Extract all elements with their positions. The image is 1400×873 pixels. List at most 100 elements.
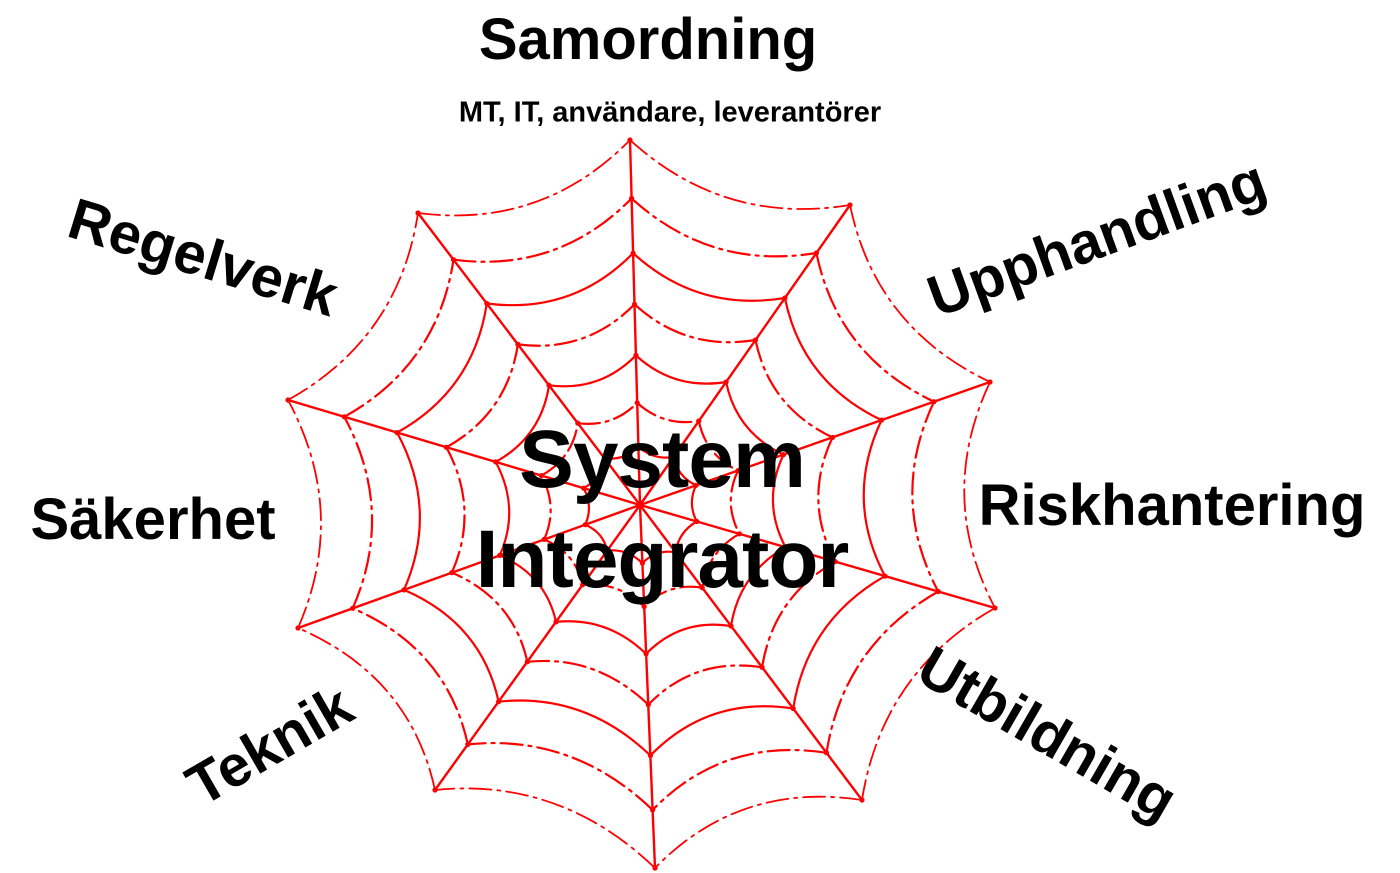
web-ring-segment	[825, 590, 940, 754]
web-ring-segment	[634, 354, 728, 385]
label-riskhantering: Riskhantering	[978, 473, 1366, 538]
web-knot	[813, 250, 820, 256]
web-ring-segment	[396, 431, 421, 591]
web-ring-segment	[690, 484, 698, 523]
web-ring-segment	[629, 139, 851, 210]
web-ring-segment	[861, 607, 996, 801]
web-ring-segment	[526, 659, 650, 706]
web-knot	[553, 619, 559, 625]
web-knot	[538, 473, 545, 479]
web-ring-segment	[445, 446, 466, 574]
web-ring-segment	[603, 445, 640, 460]
web-knot	[672, 549, 679, 555]
web-ring-segment	[645, 623, 733, 655]
web-ring-segment	[771, 453, 787, 549]
web-ring-segment	[701, 532, 741, 589]
web-ring-segment	[632, 252, 786, 302]
web-ring-segment	[547, 354, 637, 388]
web-knot	[541, 536, 547, 543]
web-knot	[601, 455, 608, 461]
web-knot	[449, 570, 455, 576]
web-knot	[882, 573, 888, 579]
web-knot	[671, 454, 677, 460]
web-knot	[394, 430, 400, 436]
web-ring-segment	[582, 457, 606, 490]
web-knot	[581, 485, 587, 491]
web-knot	[582, 522, 588, 528]
web-knot	[935, 588, 941, 595]
web-ring-segment	[540, 474, 552, 541]
web-ring-segment	[396, 302, 488, 434]
web-ring-segment	[672, 455, 698, 487]
web-ring-segment	[647, 664, 764, 706]
web-knot	[735, 468, 741, 474]
web-knot	[694, 518, 700, 525]
web-ring-segment	[485, 252, 635, 307]
web-knot	[546, 382, 552, 388]
web-ring-segment	[417, 139, 631, 217]
web-knot	[604, 548, 610, 554]
web-knot	[401, 587, 407, 593]
web-knot	[524, 659, 530, 665]
web-knot	[639, 560, 646, 566]
web-knot	[987, 379, 993, 385]
web-ring-segment	[783, 296, 883, 422]
web-knot	[415, 210, 421, 216]
web-knot	[580, 582, 586, 588]
web-knot	[341, 414, 347, 420]
web-ring-segment	[754, 338, 834, 439]
web-ring-segment	[540, 422, 579, 477]
web-ring-segment	[581, 583, 646, 608]
center-label-line1: System	[519, 413, 806, 505]
web-ring-segment	[554, 620, 648, 655]
web-ring-segment	[651, 748, 828, 811]
web-ring-segment	[584, 523, 609, 552]
web-knot	[493, 459, 499, 465]
web-knot	[759, 664, 765, 670]
web-ring-segment	[729, 546, 787, 628]
web-knot	[350, 605, 356, 611]
top-sublabel: MT, IT, användare, leverantörer	[458, 96, 882, 129]
web-ring-segment	[862, 419, 887, 578]
web-ring-segment	[452, 197, 633, 263]
web-ring-segment	[543, 538, 584, 586]
web-ring-segment	[494, 384, 551, 463]
web-knot	[931, 399, 937, 405]
web-knot	[696, 418, 702, 424]
web-knot	[832, 559, 838, 565]
web-ring-segment	[498, 554, 558, 623]
web-ring-segment	[582, 487, 591, 526]
web-ring-segment	[287, 399, 322, 629]
web-ring-segment	[494, 460, 511, 557]
web-knot	[465, 741, 471, 748]
web-ring-segment	[450, 571, 529, 663]
web-ring-segment	[637, 445, 675, 459]
web-ring-segment	[402, 588, 500, 703]
web-ring-segment	[674, 520, 698, 554]
label-sakerhet: Säkerhet	[30, 487, 276, 552]
web-ring-segment	[630, 197, 818, 258]
web-knot	[484, 300, 490, 307]
web-knot	[645, 702, 651, 708]
web-knot	[859, 797, 865, 803]
web-ring-segment	[729, 469, 741, 535]
web-ring-segment	[641, 550, 677, 565]
web-knot	[432, 787, 438, 793]
web-knot	[647, 752, 654, 759]
web-knot	[728, 623, 734, 629]
web-ring-segment	[434, 787, 656, 869]
top-label: Samordning	[478, 7, 818, 72]
web-knot	[782, 295, 788, 301]
web-knot	[847, 202, 853, 208]
web-ring-segment	[649, 705, 795, 757]
web-ring-segment	[911, 400, 940, 593]
web-ring-segment	[287, 212, 419, 401]
web-knot	[575, 420, 581, 426]
web-ring-segment	[351, 607, 469, 746]
web-knot	[782, 544, 789, 550]
web-ring-segment	[466, 741, 654, 811]
web-ring-segment	[606, 549, 644, 565]
web-knot	[285, 397, 291, 403]
web-knot	[650, 807, 656, 813]
